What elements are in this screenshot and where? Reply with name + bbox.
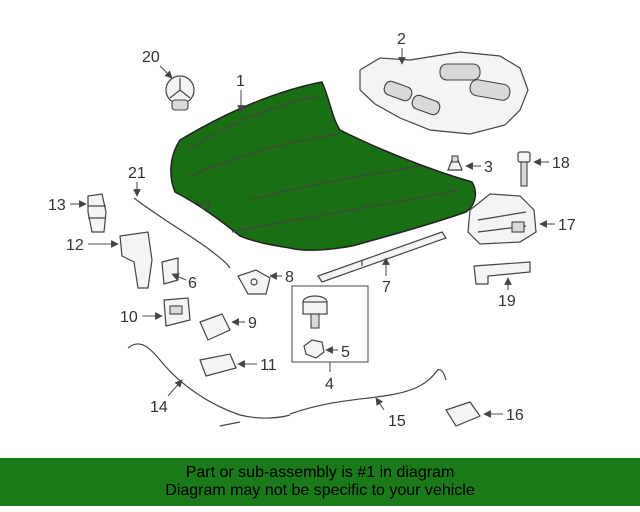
callout-11: 11 — [260, 357, 277, 374]
release-cable-part-14[interactable] — [127, 343, 291, 427]
insulation-pad-part-2[interactable] — [359, 51, 529, 135]
callout-6: 6 — [188, 275, 197, 292]
callout-15: 15 — [388, 413, 406, 430]
hood-part-1[interactable] — [170, 81, 477, 251]
callout-21: 21 — [128, 165, 146, 182]
gas-strut-part-7[interactable] — [317, 231, 447, 283]
seal-strip-part-21[interactable] — [133, 197, 231, 269]
buffer-part-13[interactable] — [87, 193, 107, 233]
callout-10: 10 — [120, 309, 138, 326]
banner-line-2: Diagram may not be specific to your vehi… — [165, 482, 475, 499]
callout-13: 13 — [48, 197, 66, 214]
handle-part-11[interactable] — [199, 353, 237, 377]
bolt-part-18[interactable] — [517, 151, 531, 187]
callout-20: 20 — [142, 49, 160, 66]
callout-18: 18 — [552, 155, 570, 172]
latch-part-9[interactable] — [199, 313, 231, 341]
hood-hinge-part-17[interactable] — [467, 193, 537, 245]
callout-5: 5 — [341, 344, 350, 361]
bracket-part-8[interactable] — [237, 269, 271, 295]
info-banner: Part or sub-assembly is #1 in diagram Di… — [0, 458, 640, 506]
bracket-part-19[interactable] — [473, 261, 531, 285]
lock-part-16[interactable] — [445, 401, 481, 427]
emblem-part-20[interactable] — [165, 75, 195, 111]
banner-line-1: Part or sub-assembly is #1 in diagram — [185, 464, 455, 481]
bumper-stop-part-3[interactable] — [447, 155, 463, 171]
callout-14: 14 — [150, 399, 168, 416]
release-cable-part-15[interactable] — [289, 368, 447, 415]
callout-1: 1 — [236, 73, 245, 90]
callout-2: 2 — [397, 31, 406, 48]
parts-diagram: 1 2 3 18 17 19 20 — [48, 31, 576, 430]
callout-3: 3 — [484, 159, 493, 176]
callout-19: 19 — [498, 293, 516, 310]
callout-16: 16 — [506, 407, 524, 424]
callout-9: 9 — [248, 315, 257, 332]
callout-4: 4 — [325, 376, 334, 393]
kit-box-part-4[interactable] — [291, 285, 369, 363]
callout-12: 12 — [66, 237, 84, 254]
support-bracket-part-12[interactable] — [119, 231, 153, 289]
clip-part-6[interactable] — [161, 257, 179, 285]
callout-8: 8 — [285, 269, 294, 286]
latch-part-10[interactable] — [163, 297, 191, 327]
callout-7: 7 — [382, 279, 391, 296]
callout-17: 17 — [558, 217, 576, 234]
